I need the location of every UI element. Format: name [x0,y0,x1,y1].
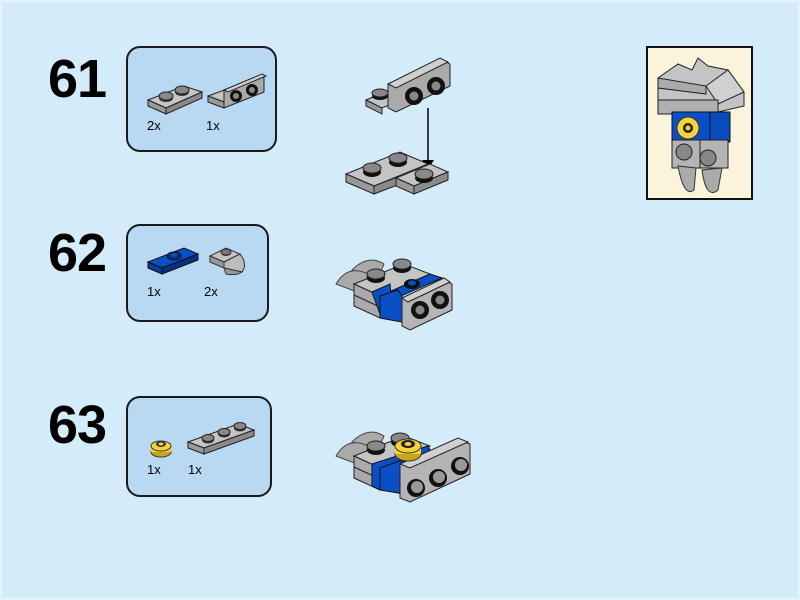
parts-list-62: 1x 2x [126,224,269,322]
step-number-61: 61 [48,49,107,109]
round-plate-yellow-icon [150,440,172,458]
submodel-preview-image [657,57,745,193]
assembly-61 [344,57,451,195]
plate-1x3-icon [186,422,256,455]
plate-1x2-icon [146,85,204,115]
quantity-label: 2x [147,118,161,133]
submodel-preview [646,46,753,200]
assembly-62 [335,258,453,331]
step-number-62: 62 [48,223,107,283]
quantity-label: 1x [206,118,220,133]
quantity-label: 2x [204,284,218,299]
jumper-plate-blue-icon [146,247,200,275]
bracket-1x2-icon [206,73,268,109]
parts-list-63: 1x 1x [126,396,272,497]
plate-with-tooth-icon [208,247,246,276]
quantity-label: 1x [147,462,161,477]
step-number-63: 63 [48,395,107,455]
quantity-label: 1x [188,462,202,477]
parts-list-61: 2x 1x [126,46,277,152]
assembly-63 [335,431,471,503]
quantity-label: 1x [147,284,161,299]
